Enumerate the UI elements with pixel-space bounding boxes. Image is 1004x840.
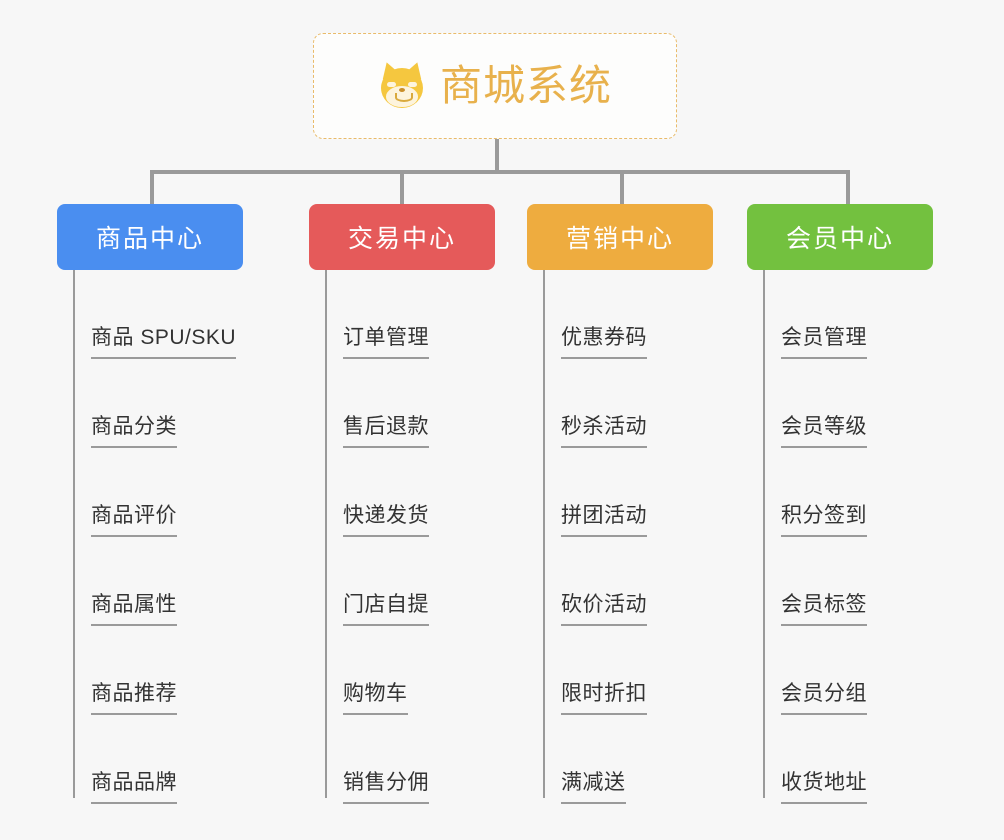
leaf-item[interactable]: 会员等级: [747, 359, 933, 448]
leaf-item[interactable]: 满减送: [527, 715, 713, 804]
leaf-item[interactable]: 售后退款: [309, 359, 495, 448]
leaf-item[interactable]: 商品分类: [57, 359, 243, 448]
leaf-item[interactable]: 商品评价: [57, 448, 243, 537]
connector-root-stem: [495, 139, 499, 172]
leaf-item[interactable]: 秒杀活动: [527, 359, 713, 448]
leaf-label: 拼团活动: [561, 505, 647, 537]
leaf-list-1: 商品 SPU/SKU 商品分类 商品评价 商品属性 商品推荐 商品品牌: [57, 270, 243, 804]
leaf-item[interactable]: 销售分佣: [309, 715, 495, 804]
branch-header-label: 商品中心: [95, 225, 204, 253]
branch-header-2[interactable]: 交易中心: [309, 204, 495, 270]
leaf-label: 商品评价: [91, 505, 177, 537]
branch-header-4[interactable]: 会员中心: [747, 204, 933, 270]
connector-spine-3: [543, 270, 545, 798]
connector-horizontal-bus: [150, 170, 850, 174]
branch-column-3: 营销中心 优惠券码 秒杀活动 拼团活动 砍价活动 限时折扣 满减送: [527, 204, 713, 804]
leaf-label: 售后退款: [343, 416, 429, 448]
leaf-item[interactable]: 快递发货: [309, 448, 495, 537]
leaf-label: 订单管理: [343, 327, 429, 359]
leaf-item[interactable]: 砍价活动: [527, 537, 713, 626]
leaf-item[interactable]: 商品品牌: [57, 715, 243, 804]
leaf-item[interactable]: 积分签到: [747, 448, 933, 537]
leaf-item[interactable]: 商品 SPU/SKU: [57, 270, 243, 359]
leaf-item[interactable]: 限时折扣: [527, 626, 713, 715]
leaf-item[interactable]: 收货地址: [747, 715, 933, 804]
connector-drop-1: [150, 170, 154, 204]
leaf-label: 秒杀活动: [561, 416, 647, 448]
connector-spine-1: [73, 270, 75, 798]
branch-header-label: 交易中心: [347, 225, 456, 253]
connector-drop-3: [620, 170, 624, 204]
leaf-label: 会员标签: [781, 594, 867, 626]
branch-header-label: 营销中心: [565, 225, 674, 253]
leaf-item[interactable]: 会员分组: [747, 626, 933, 715]
leaf-label: 商品属性: [91, 594, 177, 626]
connector-spine-2: [325, 270, 327, 798]
branch-column-1: 商品中心 商品 SPU/SKU 商品分类 商品评价 商品属性 商品推荐 商品品牌: [57, 204, 243, 804]
leaf-label: 商品品牌: [91, 772, 177, 804]
dog-face-icon: [378, 59, 426, 110]
leaf-label: 优惠券码: [561, 327, 647, 359]
leaf-item[interactable]: 拼团活动: [527, 448, 713, 537]
leaf-item[interactable]: 商品推荐: [57, 626, 243, 715]
leaf-label: 购物车: [343, 683, 408, 715]
leaf-label: 限时折扣: [561, 683, 647, 715]
leaf-list-3: 优惠券码 秒杀活动 拼团活动 砍价活动 限时折扣 满减送: [527, 270, 713, 804]
leaf-label: 收货地址: [781, 772, 867, 804]
leaf-item[interactable]: 会员管理: [747, 270, 933, 359]
connector-drop-2: [400, 170, 404, 204]
leaf-label: 销售分佣: [343, 772, 429, 804]
leaf-item[interactable]: 购物车: [309, 626, 495, 715]
leaf-list-4: 会员管理 会员等级 积分签到 会员标签 会员分组 收货地址: [747, 270, 933, 804]
leaf-item[interactable]: 优惠券码: [527, 270, 713, 359]
leaf-list-2: 订单管理 售后退款 快递发货 门店自提 购物车 销售分佣: [309, 270, 495, 804]
leaf-item[interactable]: 订单管理: [309, 270, 495, 359]
leaf-label: 会员分组: [781, 683, 867, 715]
leaf-label: 门店自提: [343, 594, 429, 626]
leaf-label: 满减送: [561, 772, 626, 804]
leaf-label: 会员等级: [781, 416, 867, 448]
branch-header-label: 会员中心: [785, 225, 894, 253]
branch-header-3[interactable]: 营销中心: [527, 204, 713, 270]
leaf-label: 快递发货: [343, 505, 429, 537]
leaf-label: 积分签到: [781, 505, 867, 537]
leaf-item[interactable]: 商品属性: [57, 537, 243, 626]
branch-column-4: 会员中心 会员管理 会员等级 积分签到 会员标签 会员分组 收货地址: [747, 204, 933, 804]
root-node[interactable]: 商城系统: [313, 33, 677, 139]
leaf-label: 商品分类: [91, 416, 177, 448]
leaf-label: 商品 SPU/SKU: [91, 327, 237, 359]
connector-spine-4: [763, 270, 765, 798]
root-title: 商城系统: [439, 62, 612, 109]
branch-column-2: 交易中心 订单管理 售后退款 快递发货 门店自提 购物车 销售分佣: [309, 204, 495, 804]
leaf-item[interactable]: 门店自提: [309, 537, 495, 626]
leaf-label: 会员管理: [781, 327, 867, 359]
leaf-label: 砍价活动: [561, 594, 647, 626]
branch-header-1[interactable]: 商品中心: [57, 204, 243, 270]
leaf-item[interactable]: 会员标签: [747, 537, 933, 626]
connector-drop-4: [846, 170, 850, 204]
leaf-label: 商品推荐: [91, 683, 177, 715]
